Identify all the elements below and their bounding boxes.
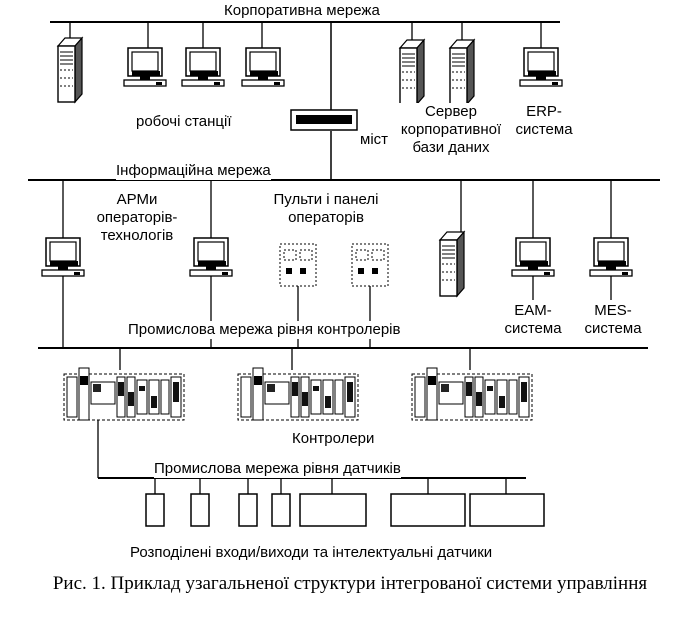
controller-icon bbox=[237, 367, 359, 421]
bridge-icon bbox=[290, 109, 358, 131]
mes-label: MES- система bbox=[578, 302, 648, 338]
controller-network-label: Промислова мережа рівня контролерів bbox=[128, 321, 401, 339]
db-server-label: Сервер корпоративної бази даних bbox=[398, 103, 504, 157]
workstation-icon bbox=[241, 47, 285, 87]
controller-icon bbox=[63, 367, 185, 421]
corporate-network bbox=[50, 21, 560, 180]
erp-monitor-icon bbox=[519, 47, 563, 87]
arm-workstation-icon bbox=[189, 237, 233, 277]
arm-label: АРМи операторів- технологів bbox=[96, 191, 178, 244]
eam-label: EAM- система bbox=[498, 302, 568, 338]
panels-label: Пульти і панелі операторів bbox=[273, 191, 379, 226]
figure-caption: Рис. 1. Приклад узагальненої структури і… bbox=[52, 573, 648, 594]
eam-monitor-icon bbox=[511, 237, 555, 277]
controller-icon bbox=[411, 367, 533, 421]
arm-workstation-icon bbox=[41, 237, 85, 277]
db-server-icon bbox=[449, 39, 475, 105]
workstation-icon bbox=[181, 47, 225, 87]
workstations-label: робочі станції bbox=[136, 113, 232, 131]
erp-label: ERP- система bbox=[512, 103, 576, 139]
server-icon bbox=[439, 231, 465, 297]
bridge-label: міст bbox=[360, 131, 389, 149]
sensor-network bbox=[97, 420, 526, 494]
io-module-icon bbox=[145, 493, 545, 527]
sensor-network-label: Промислова мережа рівня датчиків bbox=[154, 460, 401, 478]
io-label: Розподілені входи/виходи та інтелектуаль… bbox=[130, 544, 493, 562]
information-network-label: Інформаційна мережа bbox=[116, 162, 271, 180]
operator-panel-icon bbox=[351, 243, 389, 287]
corporate-network-label: Корпоративна мережа bbox=[224, 2, 380, 20]
corporate-server-icon bbox=[57, 37, 83, 103]
controllers-label: Контролери bbox=[292, 430, 375, 448]
information-network bbox=[28, 179, 660, 238]
operator-panel-icon bbox=[279, 243, 317, 287]
db-server-icon bbox=[399, 39, 425, 105]
workstation-icon bbox=[123, 47, 167, 87]
mes-monitor-icon bbox=[589, 237, 633, 277]
